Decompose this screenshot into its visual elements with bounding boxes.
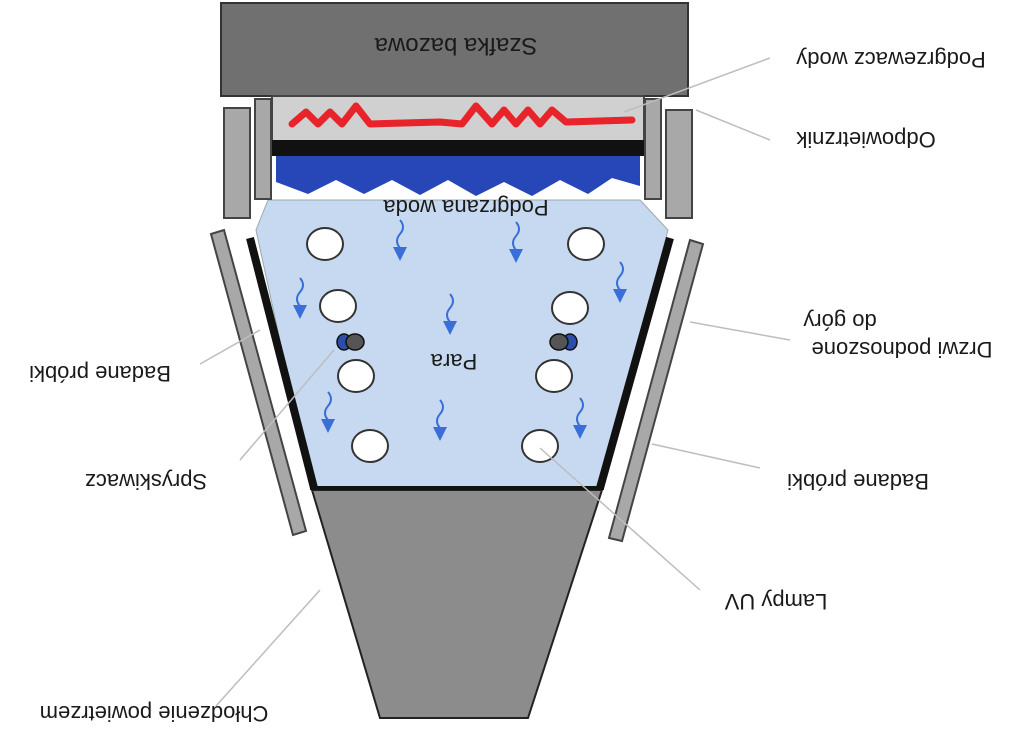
chamber-wall-right: [596, 236, 674, 490]
door-panel-left: [209, 228, 308, 537]
label-heated-water: Podgrzana woda: [383, 195, 549, 220]
label-sprayer: Spryskiwacz: [85, 469, 207, 494]
label-heater: Podgrzewacz wody: [796, 47, 986, 72]
chamber-wall-left: [246, 237, 318, 489]
sample-group: [306, 227, 605, 463]
sprayer-nozzle: [336, 333, 365, 351]
label-samples-left: Badane próbki: [29, 361, 171, 386]
leader-door: [689, 321, 791, 341]
steam-arrow: [573, 397, 587, 439]
sprayer-nozzle-body: [549, 333, 569, 351]
vent-right-outer: [665, 109, 693, 219]
steam-arrow-group: [293, 219, 627, 441]
vent-left-inner: [254, 98, 272, 200]
label-uv-lamps: Lampy UV: [724, 589, 827, 614]
label-cabinet: Szafka bazowa: [374, 32, 537, 59]
sprayer-nozzle: [549, 333, 578, 351]
heater-black-bar: [272, 140, 644, 156]
sample-oval: [337, 359, 375, 393]
sample-oval: [551, 291, 589, 325]
steam-arrow: [321, 391, 335, 433]
leader-lines: [199, 57, 791, 707]
steam-arrow: [433, 399, 447, 441]
leader-samples-left: [199, 329, 261, 365]
label-door-line1: Drzwi podnoszone: [812, 337, 993, 362]
label-samples-right: Badane próbki: [787, 469, 929, 494]
steam-arrow: [613, 261, 627, 303]
vent-right-inner: [644, 98, 662, 200]
leader-sprayer: [239, 349, 335, 461]
vent-left-outer: [223, 107, 251, 219]
leader-uv: [539, 447, 701, 591]
label-vent: Odpowietrznik: [795, 127, 935, 152]
steam-arrow: [293, 277, 307, 319]
leader-air: [215, 589, 321, 707]
sample-oval: [306, 227, 344, 261]
leader-heater: [623, 57, 771, 113]
sprayer-nozzle-body: [345, 333, 365, 351]
leader-vent: [695, 109, 771, 141]
sprayer-group: [336, 333, 578, 351]
sample-oval: [319, 289, 357, 323]
base-cabinet: [220, 2, 689, 97]
heated-water: [276, 156, 640, 196]
sample-oval: [351, 429, 389, 463]
label-steam: Para: [430, 349, 477, 374]
air-cooling-funnel: [310, 489, 604, 719]
leader-samples-right: [651, 443, 761, 469]
door-panel-right: [607, 238, 705, 543]
steam-arrow: [393, 219, 407, 261]
sample-oval: [567, 227, 605, 261]
steam-arrow: [509, 221, 523, 263]
sample-oval: [535, 359, 573, 393]
heater-wire: [288, 102, 636, 128]
steam-arrow: [443, 293, 457, 335]
label-air-cooling: Chłodzenie powietrzem: [40, 701, 269, 726]
sample-oval: [521, 429, 559, 463]
label-door-line2: do góry: [803, 309, 876, 334]
